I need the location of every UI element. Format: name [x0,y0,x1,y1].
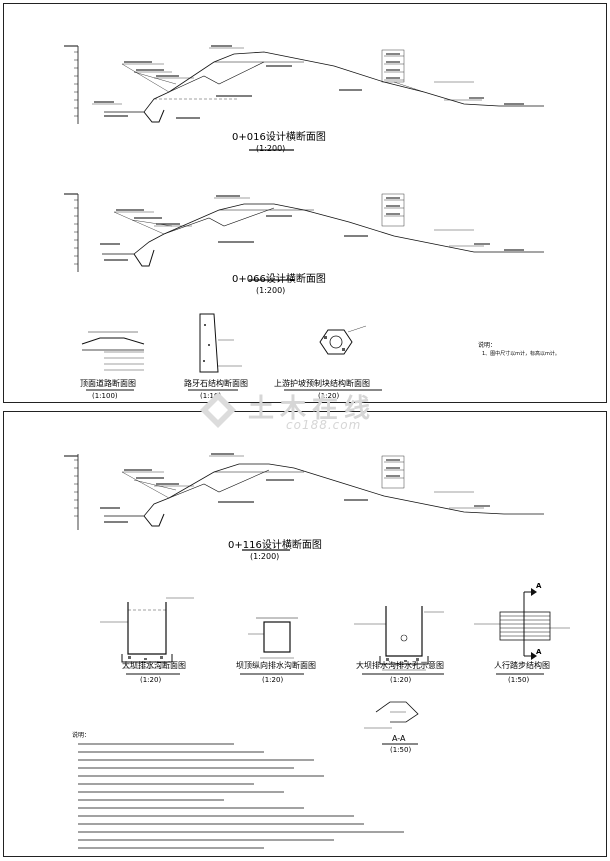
detail-scale-hex: (1:20) [318,392,340,400]
detail-scale-stair: (1:50) [508,676,530,684]
section-scale-0116: (1:200) [250,552,280,561]
detail-title-stair: 人行踏步结构图 [494,661,550,670]
detail-scale-ditch1: (1:20) [140,676,162,684]
notes-heading: 说明： [72,732,91,739]
drawing-sheet-1: 0+016设计横断面图 (1:200) 0+066设计横断面图 (1:200) … [3,3,607,403]
detail-title-ditch3: 大坝排水沟排水孔示意图 [356,661,444,670]
section-title-0016: 0+016设计横断面图 [232,132,326,143]
detail-scale-ditch2: (1:20) [262,676,284,684]
sheet-2-drawing [64,453,570,849]
notes-line: 1、图中尺寸以m计，标高以m计。 [482,351,560,357]
section-title-0116: 0+116设计横断面图 [228,540,322,551]
drawing-sheet-2: 0+116设计横断面图 (1:200) 大坝排水沟断面图 (1:20) 坝顶纵向… [3,411,607,857]
detail-title-ditch2: 坝顶纵向排水沟断面图 [236,661,316,670]
detail-title-road: 顶面道路断面图 [80,379,136,388]
sheet-1-drawing [64,45,544,391]
section-mark-bottom: A [536,648,542,656]
detail-scale-road: (1:100) [92,392,118,400]
detail-scale-curb: (1:10) [200,392,222,400]
detail-title-curb: 路牙石结构断面图 [184,379,248,388]
detail-scale-aa: (1:50) [390,746,412,754]
detail-scale-ditch3: (1:20) [390,676,412,684]
section-title-0066: 0+066设计横断面图 [232,274,326,285]
section-mark-top: A [536,582,542,590]
section-scale-0016: (1:200) [256,144,286,153]
detail-title-hex: 上游护坡预制块结构断面图 [274,379,370,388]
section-scale-0066: (1:200) [256,286,286,295]
detail-title-aa: A-A [392,734,406,743]
detail-title-ditch1: 大坝排水沟断面图 [122,661,186,670]
notes-heading: 说明： [478,342,497,349]
